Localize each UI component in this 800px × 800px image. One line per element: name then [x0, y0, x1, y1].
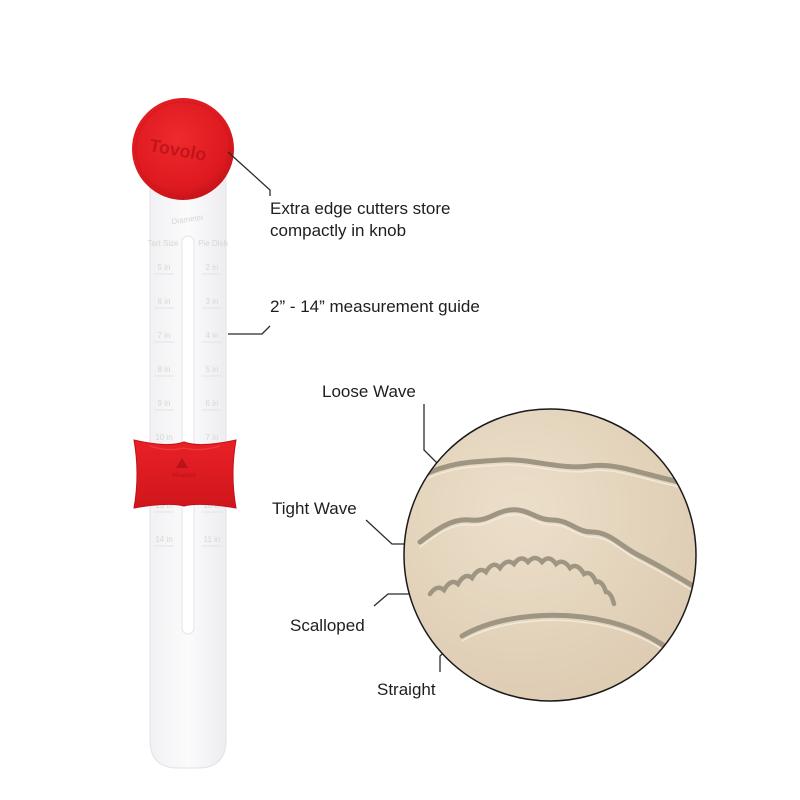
loose-wave-label: Loose Wave [322, 382, 416, 401]
left-tick-label: 14 in [155, 535, 172, 544]
left-column-header: Tart Size [147, 239, 179, 248]
right-tick-label: 6 in [206, 399, 219, 408]
slider-logo: Measure [172, 473, 196, 479]
knob-callout-line-2: compactly in knob [270, 221, 407, 240]
right-tick-label: 4 in [206, 331, 219, 340]
storage-knob: Tovolo [132, 98, 234, 200]
right-tick-label: 3 in [206, 297, 219, 306]
right-column-header: Pie Dish [198, 239, 228, 248]
ruler-slot [181, 235, 195, 635]
measure-slider: Measure [133, 439, 237, 509]
scalloped-edge [427, 555, 617, 607]
knob-callout: Extra edge cutters store compactly in kn… [270, 198, 450, 242]
right-tick-label: 2 in [206, 263, 219, 272]
dough-detail-circle [403, 408, 697, 702]
guide-callout: 2” - 14” measurement guide [270, 297, 480, 316]
left-tick-label: 6 in [158, 297, 171, 306]
left-tick-label: 9 in [158, 399, 171, 408]
scalloped-label: Scalloped [290, 616, 365, 635]
left-tick-label: 8 in [158, 365, 171, 374]
knob-callout-line-1: Extra edge cutters store [270, 199, 451, 218]
tight-wave-edge [417, 507, 696, 593]
right-tick-label: 10 in [203, 501, 220, 510]
left-tick-label: 5 in [158, 263, 171, 272]
straight-label: Straight [377, 680, 436, 699]
left-tick-label: 10 in [155, 433, 172, 442]
arrow-icon [176, 458, 188, 468]
left-tick-label: 7 in [158, 331, 171, 340]
right-tick-label: 5 in [206, 365, 219, 374]
guide-leader [228, 325, 271, 335]
knob-leader [227, 151, 271, 196]
right-tick-label: 11 in [204, 535, 221, 544]
right-tick-label: 7 in [206, 433, 219, 442]
loose-wave-edge [404, 457, 696, 489]
left-tick-label: 13 in [155, 501, 172, 510]
tight-wave-label: Tight Wave [272, 499, 357, 518]
